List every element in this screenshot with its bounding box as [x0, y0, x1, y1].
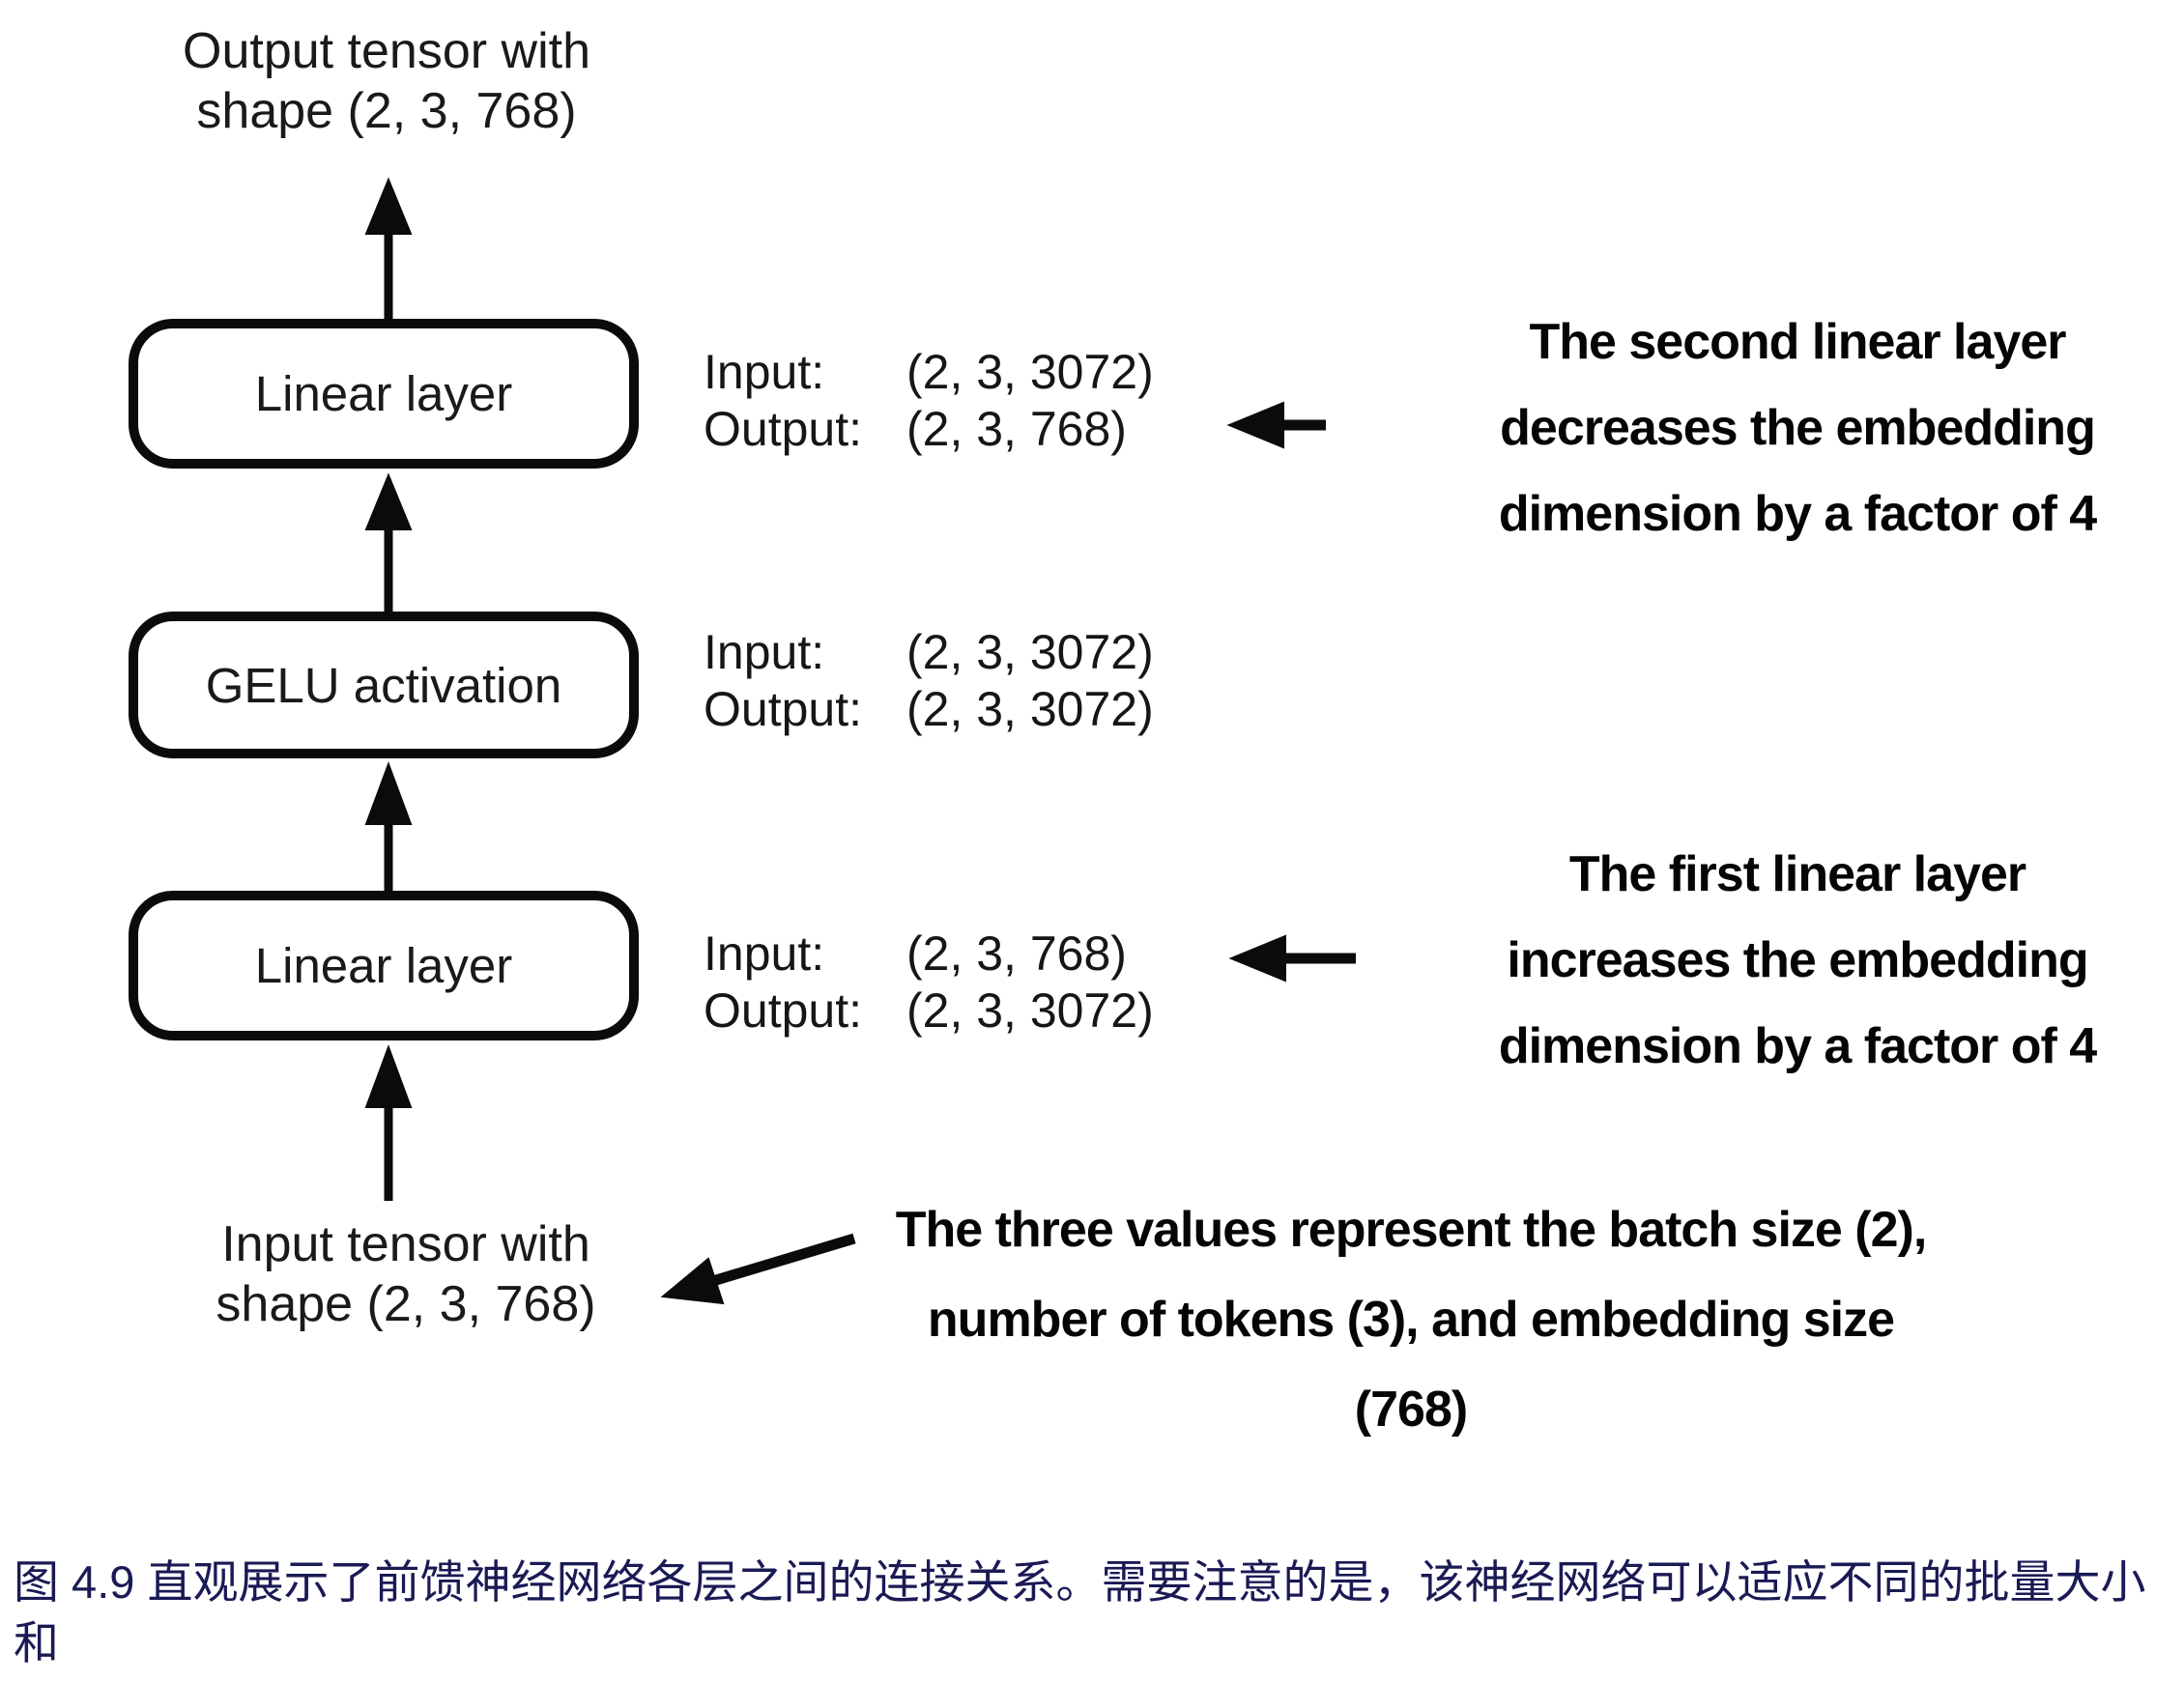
io-block-gelu: Input: (2, 3, 3072) Output: (2, 3, 3072)	[704, 624, 1154, 738]
io-output-shape: (2, 3, 768)	[906, 402, 1127, 456]
input-tensor-label: Input tensor with shape (2, 3, 768)	[155, 1214, 657, 1334]
output-tensor-label-line1: Output tensor with	[183, 23, 590, 79]
layer-box-linear-2: Linear layer	[129, 319, 639, 469]
annotation-first-linear-line2: increases the embedding	[1507, 932, 2088, 988]
layer-box-linear-1: Linear layer	[129, 891, 639, 1040]
annotation-tensor-shape-line3: (768)	[1354, 1382, 1468, 1438]
output-tensor-label: Output tensor with shape (2, 3, 768)	[135, 21, 638, 141]
io-output-shape: (2, 3, 3072)	[906, 682, 1154, 736]
io-output-label: Output:	[704, 402, 862, 456]
output-tensor-label-line2: shape (2, 3, 768)	[196, 83, 577, 139]
annotation-tensor-shape-line2: number of tokens (3), and embedding size	[927, 1292, 1895, 1348]
annotation-tensor-shape: The three values represent the batch siz…	[831, 1185, 1991, 1455]
up-arrow-bottom	[364, 1044, 413, 1201]
input-tensor-label-line1: Input tensor with	[221, 1216, 590, 1272]
annotation-second-linear-line2: decreases the embedding	[1500, 400, 2096, 456]
layer-box-gelu: GELU activation	[129, 612, 639, 758]
figure-caption-line2: 输入 token 数量。不过，每个 token 的嵌入维度在权重初始化时已确定并…	[14, 1673, 2174, 1681]
up-arrow-middle-bottom	[364, 761, 413, 891]
annotation-first-linear-line1: The first linear layer	[1568, 846, 2026, 902]
left-arrow-second-linear	[1226, 401, 1326, 449]
layer-box-linear-1-label: Linear layer	[254, 938, 513, 993]
io-input-label: Input:	[704, 345, 825, 399]
io-input-shape: (2, 3, 3072)	[906, 625, 1154, 679]
io-block-linear-1: Input: (2, 3, 768) Output: (2, 3, 3072)	[704, 926, 1154, 1040]
io-input-label: Input:	[704, 625, 825, 679]
up-arrow-top	[364, 177, 413, 319]
annotation-first-linear-line3: dimension by a factor of 4	[1498, 1018, 2097, 1074]
input-tensor-label-line2: shape (2, 3, 768)	[216, 1276, 596, 1332]
io-block-linear-2: Input: (2, 3, 3072) Output: (2, 3, 768)	[704, 344, 1154, 458]
io-output-label: Output:	[704, 682, 862, 736]
annotation-tensor-shape-line1: The three values represent the batch siz…	[895, 1202, 1928, 1258]
annotation-second-linear-line1: The second linear layer	[1529, 314, 2066, 370]
io-output-shape: (2, 3, 3072)	[906, 983, 1154, 1038]
left-arrow-first-linear	[1228, 934, 1356, 983]
layer-box-linear-2-label: Linear layer	[254, 366, 513, 421]
figure-caption: 图 4.9 直观展示了前馈神经网络各层之间的连接关系。需要注意的是，该神经网络可…	[14, 1552, 2174, 1681]
io-output-label: Output:	[704, 983, 862, 1038]
down-left-arrow-input-tensor	[660, 1233, 856, 1305]
io-input-label: Input:	[704, 926, 825, 981]
annotation-second-linear-line3: dimension by a factor of 4	[1498, 486, 2097, 542]
up-arrow-middle-top	[364, 472, 413, 612]
io-input-shape: (2, 3, 768)	[906, 926, 1127, 981]
annotation-second-linear: The second linear layer decreases the em…	[1450, 299, 2145, 557]
io-input-shape: (2, 3, 3072)	[906, 345, 1154, 399]
layer-box-gelu-label: GELU activation	[205, 657, 562, 713]
annotation-first-linear: The first linear layer increases the emb…	[1450, 832, 2145, 1090]
figure-caption-line1: 图 4.9 直观展示了前馈神经网络各层之间的连接关系。需要注意的是，该神经网络可…	[14, 1556, 2146, 1668]
